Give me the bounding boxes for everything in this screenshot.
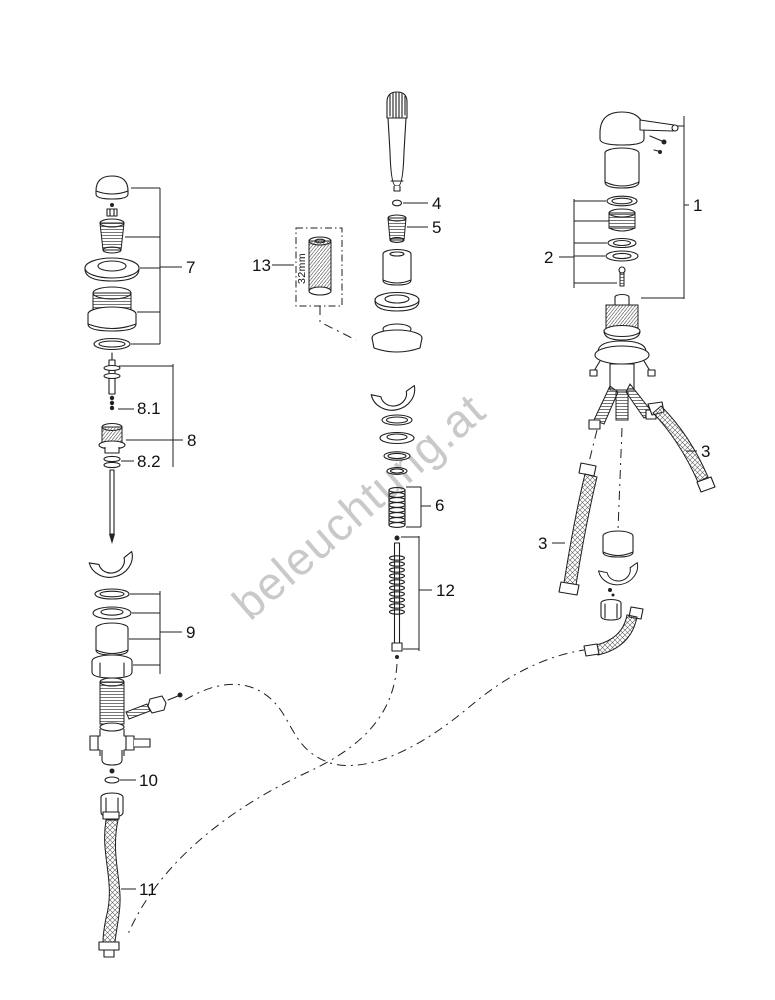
part-spacer-right [602,530,634,558]
callout-10-label: 10 [139,771,158,790]
part-pull-rod [109,469,115,544]
part-screw-small [106,203,118,217]
part-rings-stack-2 [605,195,639,287]
callout-1: 1 [641,116,702,299]
part-13-detail-box: 32mm [295,227,343,307]
left-assembly: 7 8.1 8.2 [84,175,196,958]
part-lever-handle [599,111,679,189]
callout-10: 10 [120,771,158,790]
part-hand-shower [386,91,408,192]
part-check-valve-5 [387,214,407,243]
callout-2-label: 2 [544,248,553,267]
callout-5-label: 5 [432,218,441,237]
part-base-flange [589,340,656,377]
part-cylinder [382,248,412,286]
part-small-right [608,588,615,597]
part-cartridge-right [603,293,641,341]
callout-12-label: 12 [436,581,455,600]
part-spindle [103,352,121,411]
callout-6-label: 6 [435,496,444,515]
callout-8-1-label: 8.1 [137,399,161,418]
callout-5: 5 [407,218,441,237]
callout-3-left: 3 [538,534,565,553]
callout-12: 12 [401,536,455,651]
part-oring-4 [391,199,403,207]
callout-9-label: 9 [186,623,195,642]
part-threaded-shank [99,677,125,725]
part-mounting-hook-right [598,562,642,589]
callout-9: 9 [129,591,195,674]
part-hose-11 [98,811,121,958]
part-elbow-hose [583,606,644,657]
callout-7-label: 7 [186,258,195,277]
callout-6: 6 [406,486,444,528]
callout-8-1: 8.1 [118,399,161,418]
part-rings-middle [379,414,415,475]
part-nut-right [600,598,622,621]
part-oring-9 [94,588,130,600]
callout-4-label: 4 [432,194,441,213]
callout-8-2: 8.2 [121,452,161,471]
callout-11: 11 [121,880,157,899]
part-flange-ring [84,257,140,282]
part-oring-large [93,337,131,351]
callout-8: 8 [119,364,196,467]
callout-13: 13 [252,256,294,275]
part-small-10 [104,768,120,784]
part-spacer-9 [95,622,129,656]
part-side-screw [125,692,183,720]
part-hose-right-3 [647,401,716,493]
part-spring-6 [388,487,406,528]
part-aerator [99,218,125,254]
dimension-32mm: 32mm [296,253,308,284]
part-mounting-hook [88,550,138,583]
middle-assembly: 4 5 [252,91,455,659]
callout-2: 2 [544,199,617,288]
part-escutcheon-middle [371,323,423,353]
part-mounting-hook-middle [370,385,419,415]
part-t-body [89,722,151,766]
right-assembly: 1 2 [538,111,716,657]
callout-3-right: 3 [686,442,710,461]
part-orings-small [103,455,121,469]
part-cap [95,175,129,200]
part-ring-middle [374,291,420,312]
callout-4: 4 [403,194,441,213]
callout-3-left-label: 3 [538,534,547,553]
callout-1-label: 1 [693,196,702,215]
callout-7: 7 [125,187,195,345]
part-washer-9 [92,606,132,620]
assembly-connector-lines [127,306,623,935]
callout-11-label: 11 [139,880,157,899]
part-escutcheon [87,286,137,332]
part-rod-spring-12 [388,535,406,659]
part-nut-9 [91,654,133,679]
part-cartridge-small [98,422,126,454]
callout-3-right-label: 3 [701,442,710,461]
callout-8-2-label: 8.2 [137,452,161,471]
callout-8-label: 8 [187,431,196,450]
part-body-tubes [588,363,657,430]
part-hose-left-3 [558,462,598,596]
callout-13-label: 13 [252,256,271,275]
